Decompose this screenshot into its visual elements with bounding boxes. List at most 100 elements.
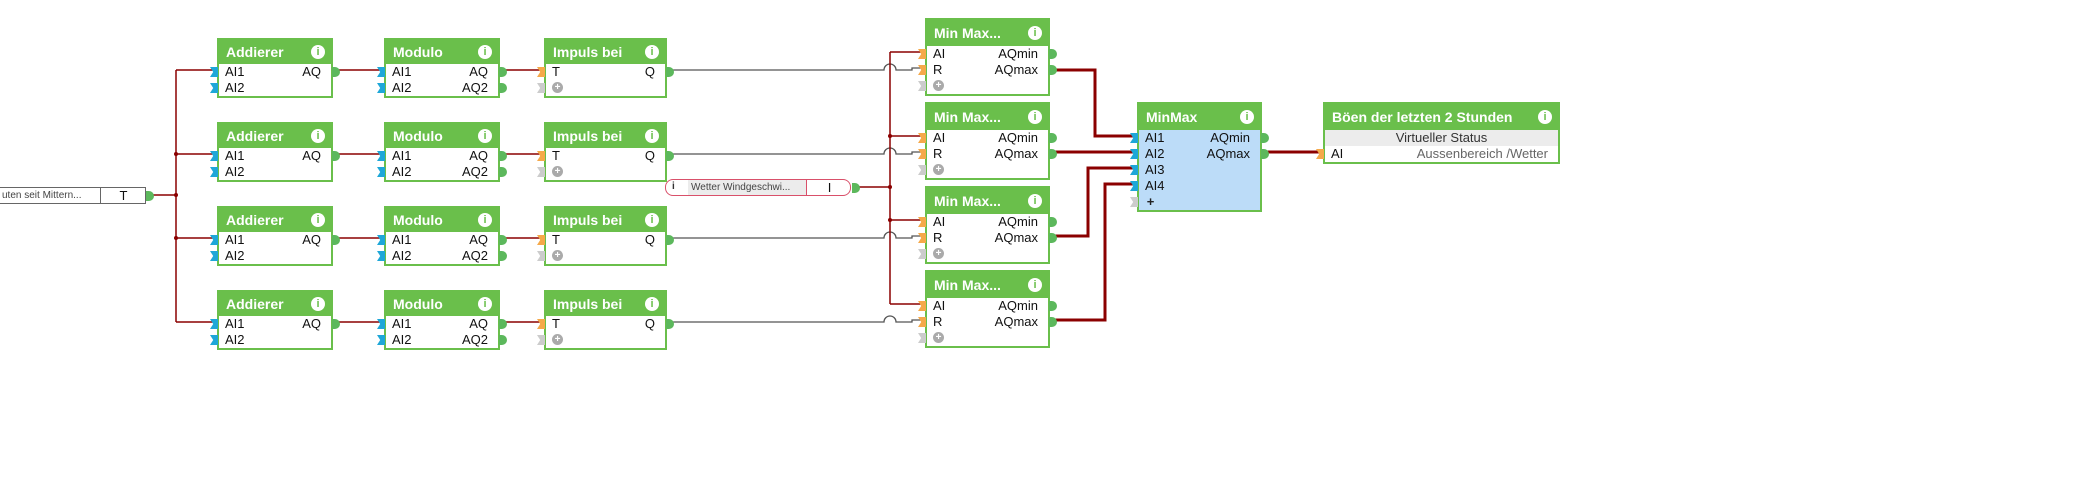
info-icon[interactable]: i bbox=[311, 213, 325, 227]
output-connector[interactable] bbox=[499, 83, 507, 93]
input-connector[interactable] bbox=[918, 317, 926, 327]
input-connector[interactable] bbox=[377, 235, 385, 245]
input-connector[interactable] bbox=[377, 83, 385, 93]
output-connector[interactable] bbox=[1049, 49, 1057, 59]
input-connector[interactable] bbox=[1130, 133, 1138, 143]
input-connector[interactable] bbox=[210, 67, 218, 77]
info-icon[interactable]: i bbox=[1028, 26, 1042, 40]
source-output-connector[interactable] bbox=[146, 191, 154, 201]
input-connector[interactable] bbox=[210, 319, 218, 329]
input-connector[interactable] bbox=[537, 67, 545, 77]
add-input-icon[interactable]: + bbox=[552, 334, 563, 345]
info-icon[interactable]: i bbox=[1538, 110, 1552, 124]
input-connector[interactable] bbox=[537, 83, 545, 93]
input-connector[interactable] bbox=[537, 251, 545, 261]
wire-aqmax-4[interactable] bbox=[1054, 182, 1133, 322]
input-connector[interactable] bbox=[537, 319, 545, 329]
output-connector[interactable] bbox=[666, 319, 674, 329]
block-header[interactable]: Min Max...i bbox=[927, 188, 1048, 214]
input-connector[interactable] bbox=[1316, 149, 1324, 159]
output-connector[interactable] bbox=[1049, 233, 1057, 243]
output-connector[interactable] bbox=[1049, 65, 1057, 75]
input-connector[interactable] bbox=[377, 335, 385, 345]
output-connector[interactable] bbox=[332, 235, 340, 245]
output-connector[interactable] bbox=[499, 167, 507, 177]
info-icon[interactable]: i bbox=[1028, 278, 1042, 292]
info-icon[interactable]: i bbox=[1028, 194, 1042, 208]
input-connector[interactable] bbox=[537, 151, 545, 161]
info-icon[interactable]: i bbox=[311, 297, 325, 311]
output-connector[interactable] bbox=[499, 319, 507, 329]
input-connector[interactable] bbox=[377, 167, 385, 177]
output-connector[interactable] bbox=[332, 67, 340, 77]
input-connector[interactable] bbox=[918, 301, 926, 311]
wire-impuls-reset[interactable] bbox=[671, 147, 921, 155]
output-connector[interactable] bbox=[666, 235, 674, 245]
input-connector[interactable] bbox=[377, 151, 385, 161]
block-header[interactable]: Min Max...i bbox=[927, 20, 1048, 46]
info-icon[interactable]: i bbox=[645, 297, 659, 311]
info-icon[interactable]: i bbox=[478, 297, 492, 311]
input-connector[interactable] bbox=[377, 67, 385, 77]
add-input-icon[interactable]: + bbox=[933, 248, 944, 259]
wire-aqmax-3[interactable] bbox=[1054, 166, 1133, 238]
input-connector[interactable] bbox=[918, 133, 926, 143]
output-connector[interactable] bbox=[1049, 317, 1057, 327]
add-input-icon[interactable]: + bbox=[552, 166, 563, 177]
input-connector[interactable] bbox=[377, 251, 385, 261]
wire-impuls-reset[interactable] bbox=[671, 231, 921, 239]
info-icon[interactable]: i bbox=[478, 45, 492, 59]
input-connector[interactable] bbox=[918, 217, 926, 227]
info-icon[interactable]: i bbox=[478, 213, 492, 227]
input-connector[interactable] bbox=[210, 167, 218, 177]
output-connector[interactable] bbox=[1049, 149, 1057, 159]
source-block[interactable]: uten seit Mittern... T bbox=[0, 187, 154, 204]
output-connector[interactable] bbox=[332, 319, 340, 329]
info-icon[interactable]: i bbox=[645, 213, 659, 227]
input-connector[interactable] bbox=[918, 49, 926, 59]
output-connector[interactable] bbox=[666, 151, 674, 161]
input-connector[interactable] bbox=[210, 151, 218, 161]
add-input-icon[interactable]: + bbox=[552, 82, 563, 93]
add-input-icon[interactable]: + bbox=[552, 250, 563, 261]
info-icon[interactable]: i bbox=[645, 129, 659, 143]
input-connector[interactable] bbox=[537, 335, 545, 345]
add-input-icon[interactable]: + bbox=[933, 80, 944, 91]
info-icon[interactable]: i bbox=[672, 181, 675, 192]
virtual-input-output-connector[interactable] bbox=[852, 183, 860, 193]
input-connector[interactable] bbox=[537, 167, 545, 177]
info-icon[interactable]: i bbox=[478, 129, 492, 143]
add-input-icon[interactable]: + bbox=[933, 164, 944, 175]
input-connector[interactable] bbox=[918, 65, 926, 75]
output-connector[interactable] bbox=[499, 67, 507, 77]
input-connector[interactable] bbox=[210, 335, 218, 345]
info-icon[interactable]: i bbox=[1240, 110, 1254, 124]
wire-impuls-reset[interactable] bbox=[671, 315, 921, 323]
add-input-icon[interactable]: + bbox=[1146, 194, 1155, 209]
output-connector[interactable] bbox=[499, 335, 507, 345]
block-header[interactable]: Min Max...i bbox=[927, 272, 1048, 298]
